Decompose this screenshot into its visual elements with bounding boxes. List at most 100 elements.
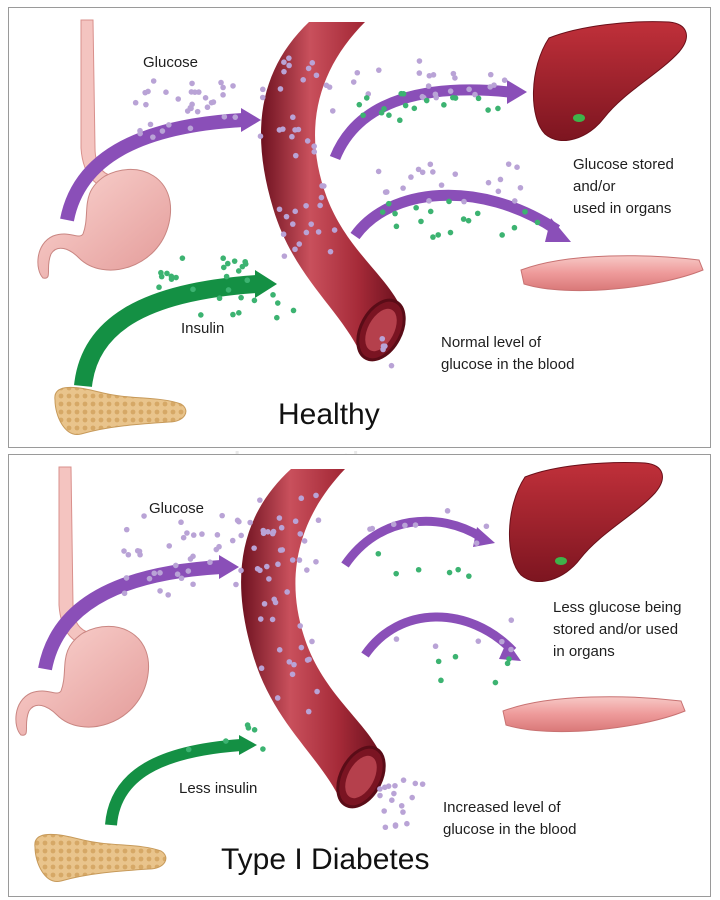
glucose-dot [329,108,336,114]
insulin-dot [386,200,392,207]
glucose-dot [292,152,299,159]
glucose-dot [354,69,361,76]
glucose-dot [508,646,514,653]
glucose-dot [247,519,253,526]
glucose-dot [292,246,298,253]
glucose-dot [402,522,408,529]
glucose-dot [392,782,398,789]
glucose-dot [438,182,445,188]
glucose-dot [289,671,296,678]
insulin-dot [179,255,186,261]
insulin-dot [418,218,424,225]
glucose-dot [220,92,226,98]
glucose-dot [259,94,266,101]
glucose-dot [192,89,198,95]
glucose-dot [497,176,504,183]
insulin-arrow [105,739,242,826]
glucose-dot [327,248,334,255]
glucose-dot [151,570,158,577]
glucose-dot [132,99,139,106]
organs-label-line: used in organs [573,200,672,217]
glucose-dot [218,79,224,86]
insulin-dot [235,268,242,274]
glucose-dot [450,70,457,77]
glucose-dot [392,823,399,829]
insulin-dot [168,276,175,282]
organs-label-line: in organs [553,643,615,660]
glucose-dot [125,551,132,558]
glucose-dot [202,95,209,101]
glucose-dot [275,561,281,568]
glucose-dot [466,86,472,93]
glucose-label: Glucose [149,500,205,517]
glucose-dot [121,590,128,597]
glucose-dot [499,638,505,645]
liver-icon [532,21,687,142]
glucose-dot [272,599,279,606]
organs-label-line: Less glucose being [553,599,682,616]
glucose-dot [514,164,520,170]
insulin-dot [504,660,511,667]
glucose-dot [398,802,405,809]
glucose-dot [194,108,201,115]
diabetes-panel: Glucose Less insulin Less glucose being … [8,454,711,897]
glucose-dot [185,568,192,574]
glucose-dot [317,202,323,209]
glucose-dot [473,540,480,546]
insulin-dot [447,229,454,236]
glucose-dot [383,189,390,195]
glucose-dot [276,647,283,653]
insulin-dot [466,573,472,579]
insulin-dot [392,210,398,217]
glucose-dot [296,557,303,563]
glucose-dot [487,84,493,90]
organs-label: Glucose stored and/or used in organs [573,154,674,220]
glucose-dot [452,171,459,177]
glucose-dot [283,213,290,220]
glucose-dot [207,559,213,566]
glucose-dot [433,94,440,101]
insulin-dot [274,314,280,321]
insulin-dot [534,219,541,226]
insulin-dot [499,232,505,238]
glucose-dot [230,83,236,89]
glucose-dot [232,114,239,120]
glucose-dot [377,792,383,799]
insulin-dot [400,91,407,97]
glucose-dot [331,227,338,233]
molecule-dots [121,492,515,831]
blood-label-line: Increased level of [443,799,561,816]
insulin-dot [230,311,236,318]
glucose-dot [238,532,244,539]
glucose-dot [195,89,202,95]
glucose-dot [298,644,305,651]
glucose-dot [412,780,419,787]
glucose-dot [367,526,373,532]
glucose-dot [400,809,406,815]
glucose-dot [184,530,190,536]
glucose-dot [426,198,432,204]
glucose-dot [390,521,397,528]
glucose-dot [280,126,286,132]
insulin-dot [475,95,482,102]
diabetes-illustration [15,462,686,882]
insulin-dot [379,209,386,215]
blood-label-line: Normal level of [441,334,542,351]
glucose-dot [251,545,257,551]
glucose-dot [199,531,205,537]
glucose-dot [292,518,299,525]
glucose-dot [309,60,316,66]
glucose-dot [389,797,395,803]
glucose-dot [391,790,397,797]
glucose-dot [305,708,312,715]
glucose-dot [266,576,272,582]
muscle-icon [502,696,686,733]
insulin-dot [393,570,399,577]
healthy-panel: Glucose Insulin Glucose stored and/or us… [8,7,711,448]
insulin-dot [216,295,223,302]
glucose-dot [174,571,181,577]
glucose-dot [313,72,320,79]
glucose-dot [219,512,225,519]
insulin-dot [455,566,461,573]
insulin-arrow [74,275,258,388]
